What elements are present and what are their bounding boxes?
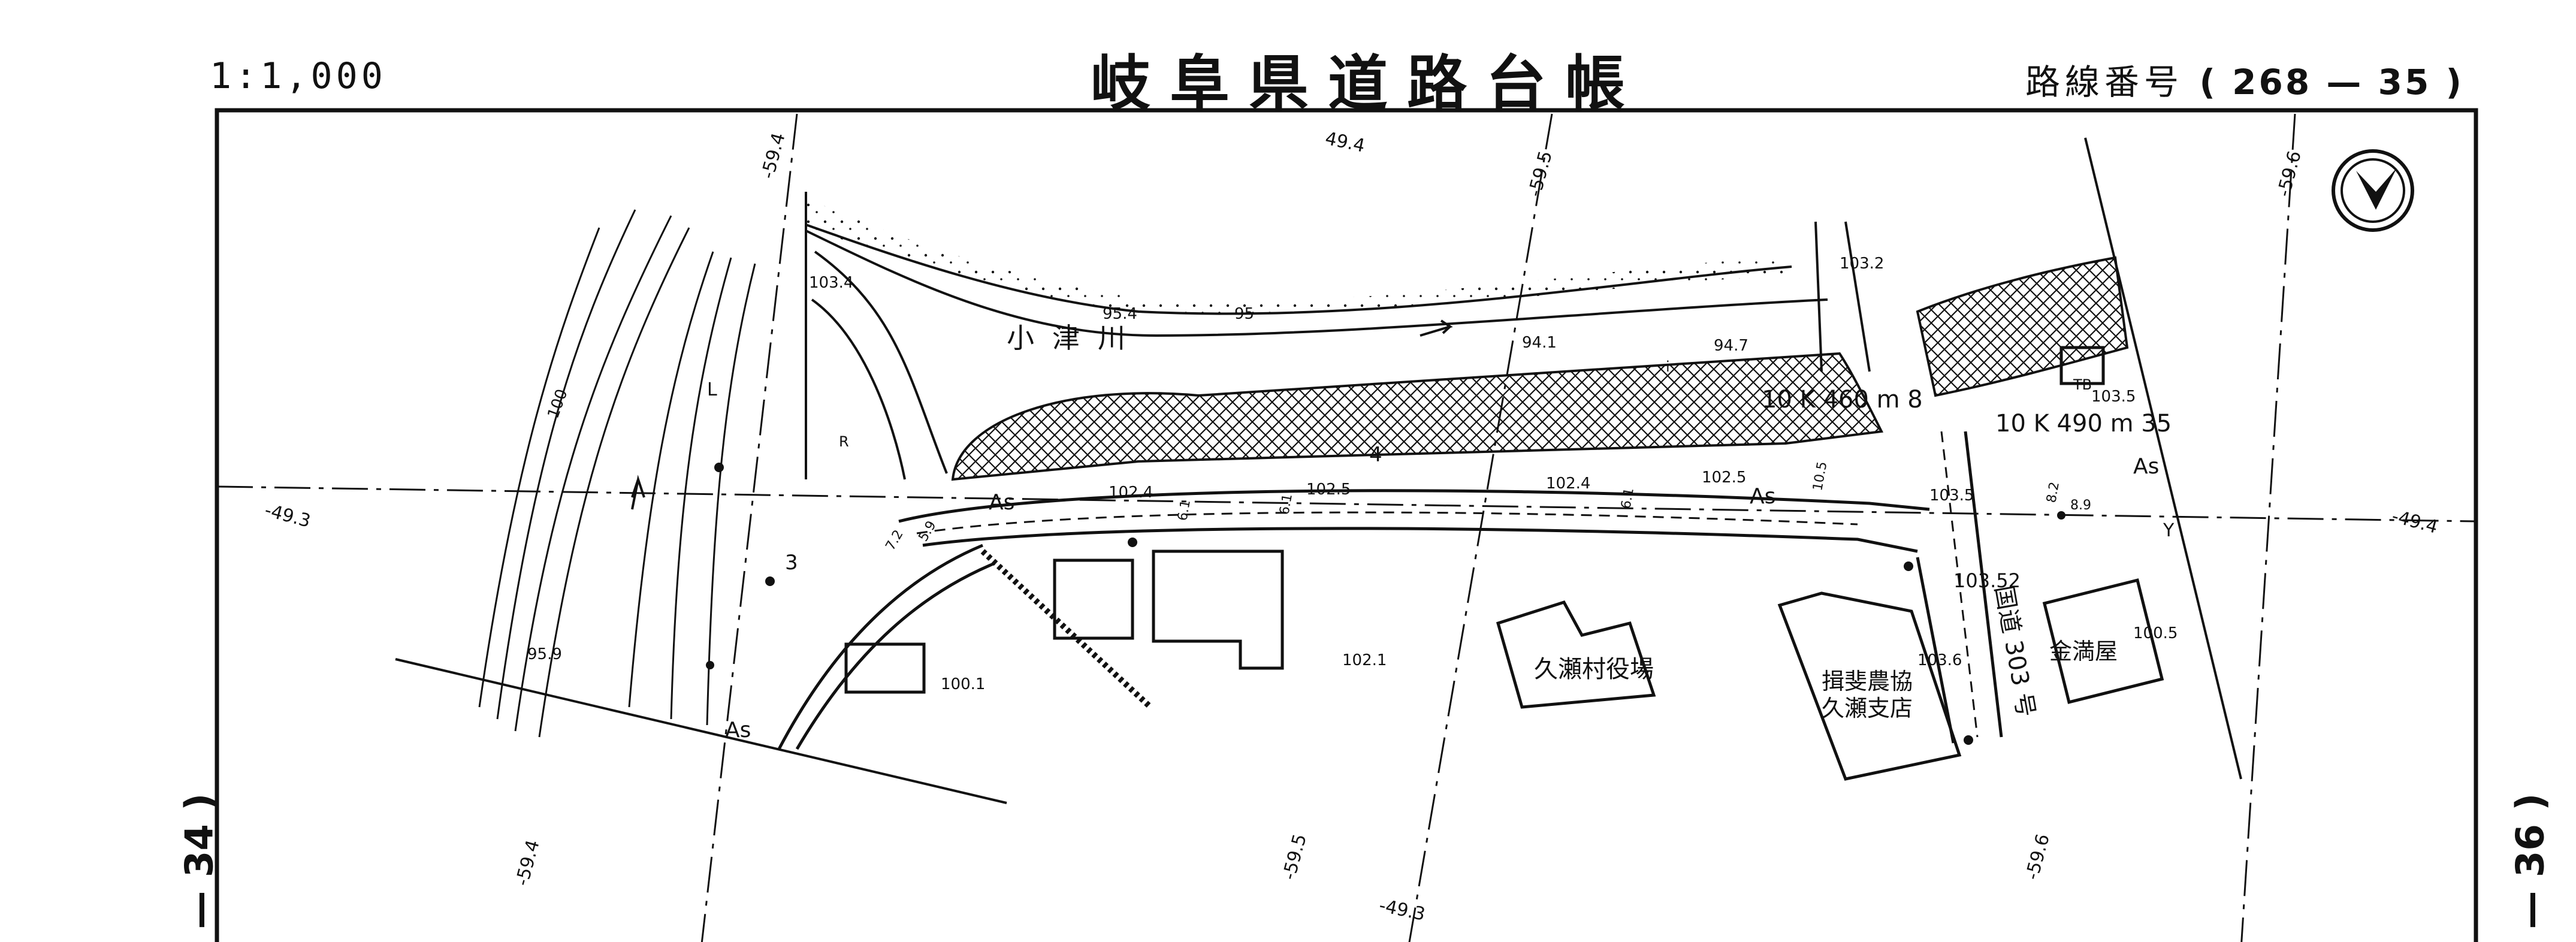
road-width: 6.1 — [1175, 499, 1194, 522]
elevation: 100.1 — [941, 675, 985, 693]
marker-dots — [706, 463, 2065, 745]
road-width: 6.1 — [1277, 493, 1295, 516]
river-name: 小津川 — [1007, 322, 1143, 354]
kilo-posts: 10 K 460 m 8 10 K 490 m 35 — [1762, 386, 2172, 437]
grid-label: 49.4 — [1323, 128, 1367, 157]
river-bank-stipple — [806, 198, 1792, 314]
coop-label-line2: 久瀬支店 — [1822, 695, 1913, 721]
elevation: 103.5 — [1929, 487, 1974, 505]
grid-label: -59.4 — [512, 838, 544, 888]
elevation: 103.52 — [1953, 569, 2021, 592]
route-label: 路線番号 — [2025, 62, 2184, 102]
kilo-post: 10 K 460 m 8 — [1762, 386, 1923, 413]
tb-label: TB — [2073, 376, 2092, 393]
grid-label: -49.3 — [262, 500, 313, 532]
route-number: 路線番号 ( 268 — 35 ) — [2025, 54, 2464, 104]
elevation: 102.5 — [1306, 481, 1351, 499]
pavement-type: As — [989, 490, 1014, 515]
boundary-line-right — [2084, 137, 2242, 780]
elevation: 94.1 — [1522, 334, 1557, 352]
symbol-l: L — [707, 379, 717, 400]
elevation: 102.4 — [1546, 475, 1590, 493]
symbol-y: Y — [2163, 520, 2175, 541]
elevation: 102.1 — [1342, 651, 1387, 669]
pavement-type: As — [1750, 484, 1775, 509]
boundary-line — [395, 658, 1007, 804]
route-number-value: ( 268 — 35 ) — [2199, 62, 2465, 102]
road-edge-dashed — [916, 431, 1979, 738]
flow-arrow-icon — [631, 475, 645, 510]
north-arrow-icon — [2332, 149, 2414, 232]
pavement-type: As — [725, 718, 751, 742]
elevation: 100 — [544, 387, 571, 421]
rail-strip — [980, 549, 1153, 709]
grid-label: -49.3 — [1377, 895, 1427, 925]
symbol-r: R — [839, 433, 849, 450]
road-width: 8.2 — [2044, 481, 2062, 504]
revetment-hatch-right — [1916, 256, 2129, 397]
road-width: 10.5 — [1810, 460, 1830, 492]
symbol-number: 3 — [785, 551, 798, 575]
buildings — [844, 346, 2164, 781]
elevation-labels: 103.4 95.4 95 94.1 94.7 103.2 103.5 102.… — [527, 255, 2178, 693]
grid-label: -59.5 — [1279, 832, 1311, 882]
grid-label: -59.6 — [2022, 832, 2054, 882]
road-edges — [777, 431, 2003, 750]
elevation: 95 — [1234, 305, 1254, 323]
revetment-hatch-main — [951, 352, 1884, 481]
elevation: 95.9 — [527, 645, 562, 663]
grid-label: -59.4 — [757, 131, 790, 181]
grid-value-labels: -59.4 -59.5 -59.6 -49.3 -49.4 49.4 -59.4… — [262, 128, 2440, 925]
elevation: 95.4 — [1103, 305, 1137, 323]
symbol-number: 4 — [1369, 443, 1382, 467]
pavement-type: As — [2133, 454, 2159, 479]
grid-label: -49.4 — [2390, 506, 2440, 538]
kilo-post: 10 K 490 m 35 — [1995, 410, 2172, 437]
map-frame — [215, 108, 2478, 942]
elevation: 102.4 — [1109, 484, 1153, 502]
elevation: 103.5 — [2091, 388, 2136, 406]
road-width: 5.9 — [916, 518, 940, 544]
elevation: 102.5 — [1702, 469, 1746, 487]
shop-label: 金満屋 — [2049, 638, 2118, 665]
coop-label-line1: 揖斐農協 — [1822, 668, 1913, 695]
elevation: 103.4 — [809, 274, 853, 292]
grid-label: -59.6 — [2273, 149, 2306, 199]
grid-label: -59.5 — [1524, 149, 1557, 199]
flow-arrow-icon — [1420, 319, 1453, 337]
road-width: 6.1 — [1618, 487, 1637, 510]
road-width: 7.2 — [883, 527, 907, 553]
elevation: 103.6 — [1917, 651, 1962, 669]
grid-lines — [216, 113, 2477, 942]
village-office-label: 久瀬村役場 — [1534, 656, 1654, 683]
elevation: 103.2 — [1840, 255, 1884, 273]
page-title: 岐阜県道路台帳 — [1091, 48, 1644, 119]
symbol-i: i — [1666, 358, 1670, 375]
contour-lines — [478, 209, 756, 738]
map-scale: 1:1,000 — [210, 55, 386, 97]
map-symbols: R 4 3 L Y i — [707, 358, 2175, 575]
elevation: 94.7 — [1714, 337, 1748, 355]
pavement-labels: As As As As — [725, 454, 2159, 742]
elevation: 100.5 — [2133, 624, 2178, 642]
road-width: 8.9 — [2070, 498, 2091, 513]
